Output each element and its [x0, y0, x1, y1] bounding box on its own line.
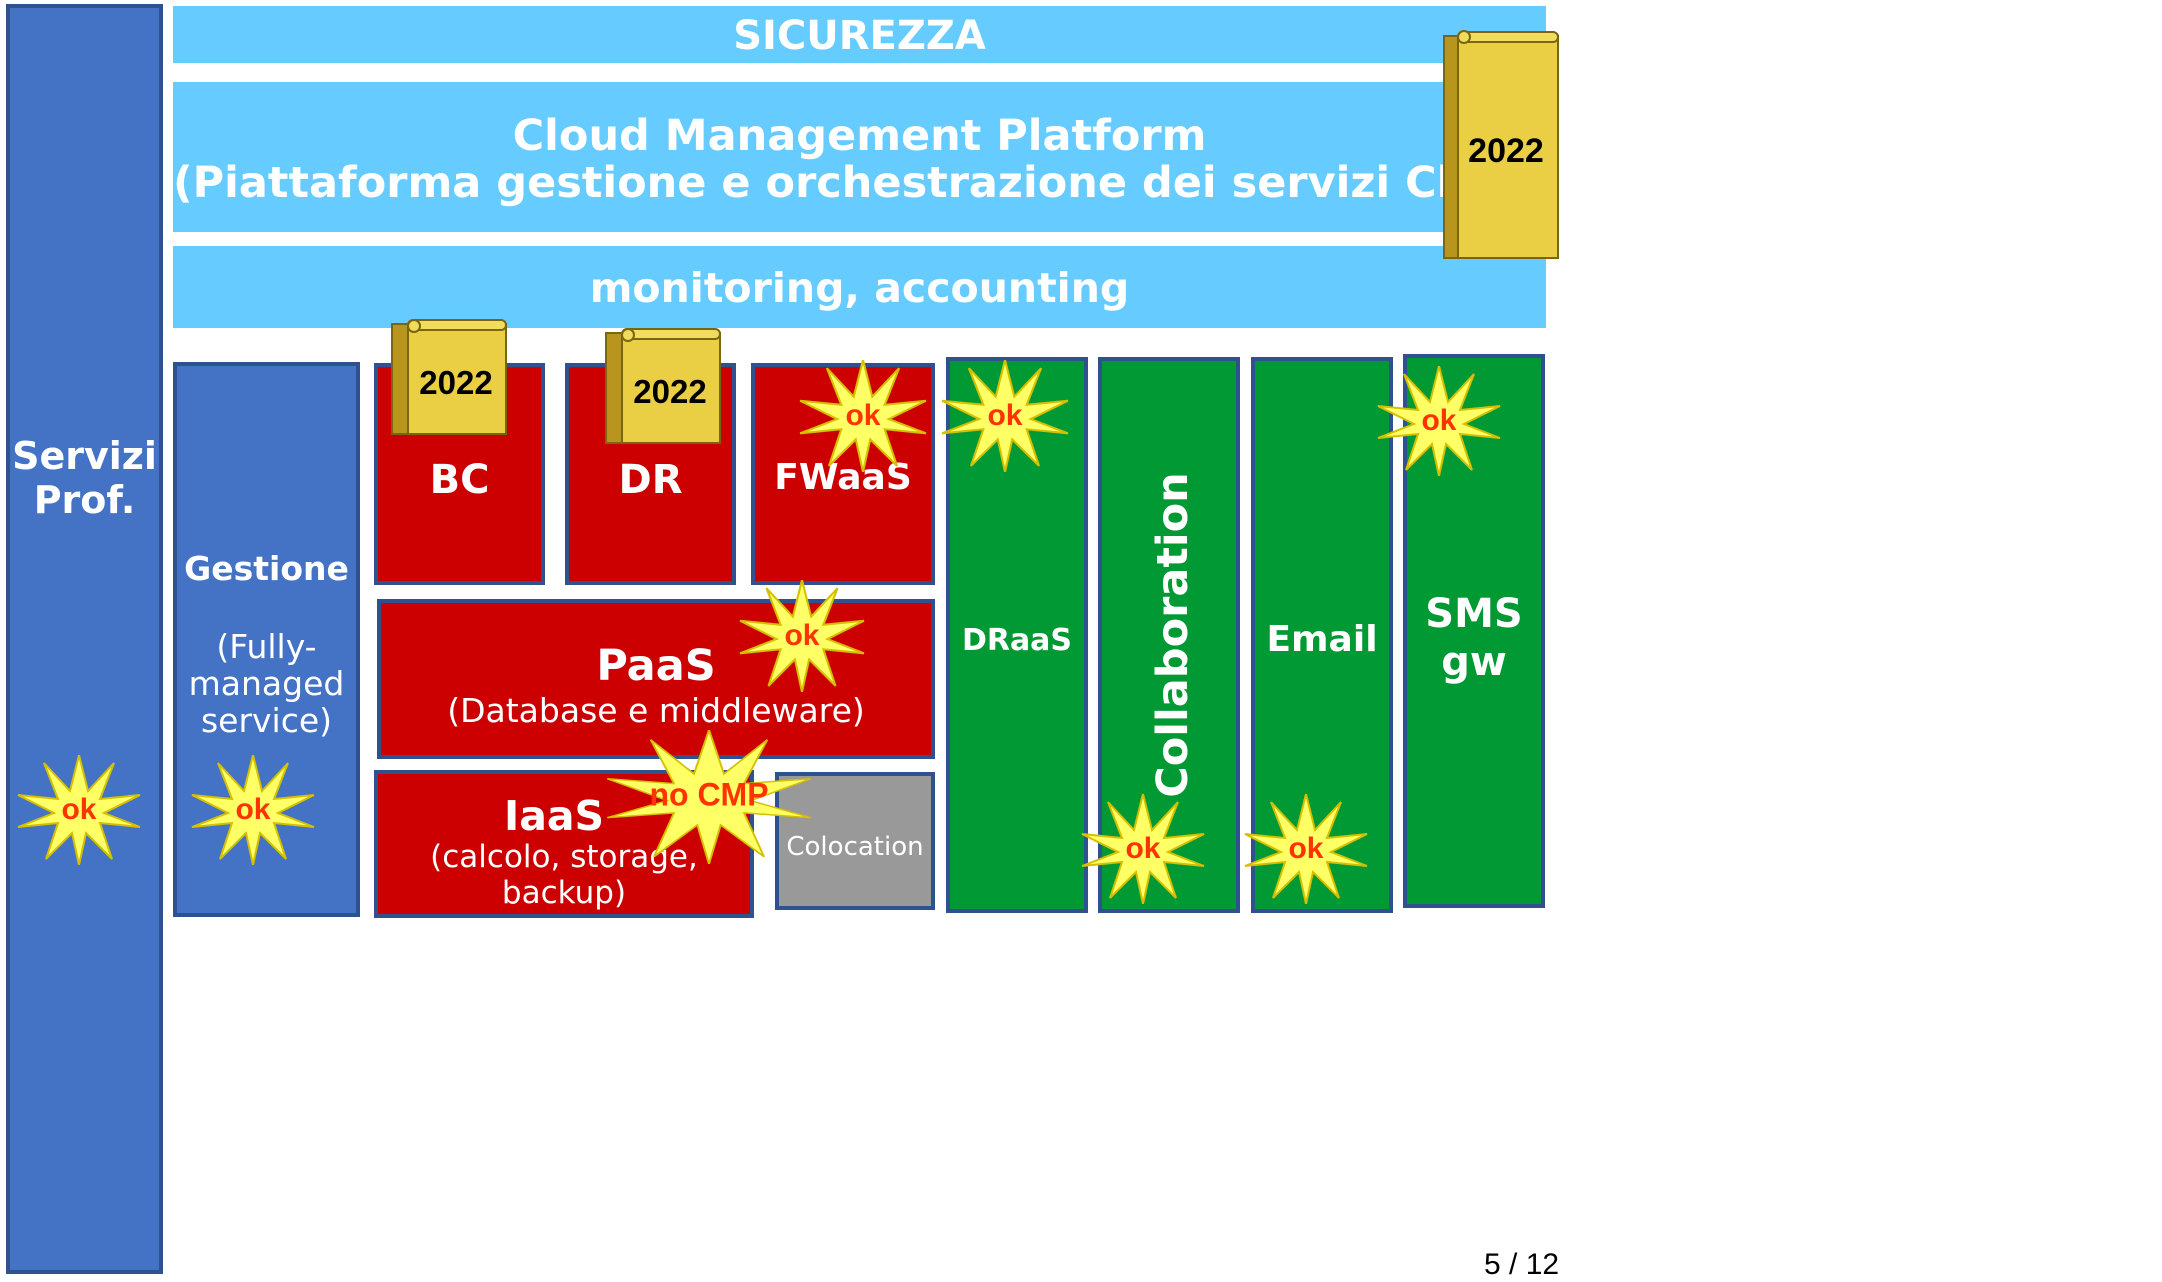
iaas-sub-line1: (calcolo, storage,: [430, 839, 698, 875]
no-cmp-badge-iaas: no CMP: [604, 730, 814, 864]
star-burst-icon: [606, 730, 812, 864]
email-label: Email: [1266, 619, 1378, 660]
ok-badge-fwaas: ok: [798, 360, 928, 472]
email-column: Email: [1251, 357, 1393, 913]
monitoring-label: monitoring, accounting: [589, 264, 1130, 312]
star-burst-icon: [191, 755, 315, 865]
ok-badge-gestione: ok: [190, 755, 316, 865]
fwaas-label: FWaaS: [774, 457, 912, 498]
ok-label: ok: [784, 619, 820, 652]
gestione-sub-line3: service): [200, 701, 333, 740]
gestione-title: Gestione: [184, 549, 349, 588]
scroll-icon: [605, 328, 721, 444]
star-burst-icon: [1081, 794, 1205, 904]
cmp-band: Cloud Management Platform (Piattaforma g…: [173, 82, 1546, 232]
servizi-label: Servizi: [12, 434, 157, 478]
servizi-prof-column: Servizi Prof.: [6, 4, 163, 1274]
security-label: SICUREZZA: [733, 13, 986, 59]
year-label: 2022: [419, 364, 493, 401]
ok-label: ok: [235, 793, 271, 826]
scroll-icon: [391, 319, 507, 435]
star-burst-icon: [1244, 794, 1368, 904]
cmp-subtitle: (Piattaforma gestione e orchestrazione d…: [173, 158, 1546, 208]
star-burst-icon: [1377, 366, 1501, 476]
collaboration-label: Collaboration: [1148, 472, 1198, 798]
ok-label: ok: [987, 399, 1023, 432]
year-scroll-dr: 2022: [604, 327, 722, 445]
ok-badge-sms: ok: [1376, 366, 1502, 476]
sms-label: SMS: [1425, 591, 1523, 637]
ok-label: ok: [1125, 832, 1161, 865]
gestione-sub: (Fully- managed service): [177, 628, 356, 739]
iaas-subtitle: (calcolo, storage, backup): [378, 839, 750, 911]
ok-badge-collaboration: ok: [1080, 794, 1206, 904]
year-label: 2022: [1468, 132, 1544, 170]
iaas-title: IaaS: [503, 792, 605, 840]
sms-gw-column: SMS gw: [1403, 354, 1545, 908]
gestione-sub-line2: managed: [188, 664, 345, 703]
ok-badge-draas: ok: [940, 360, 1070, 472]
sms-gw-label: SMS gw: [1407, 590, 1541, 686]
monitoring-band: monitoring, accounting: [173, 246, 1546, 328]
paas-title: PaaS: [596, 641, 716, 691]
cmp-title: Cloud Management Platform: [512, 111, 1207, 161]
year-scroll-cmp: 2022: [1440, 28, 1562, 262]
iaas-sub-line2: backup): [501, 875, 627, 911]
gestione-sub-line1: (Fully-: [216, 627, 317, 666]
paas-box: PaaS (Database e middleware): [377, 599, 935, 759]
ok-label: ok: [1288, 832, 1324, 865]
ok-badge-prof: ok: [16, 755, 142, 865]
dr-label: DR: [618, 457, 683, 503]
no-cmp-label: no CMP: [649, 776, 769, 813]
bc-label: BC: [429, 457, 490, 503]
ok-label: ok: [845, 399, 881, 432]
prof-label: Prof.: [33, 478, 136, 522]
colocation-box: Colocation: [775, 772, 935, 910]
star-burst-icon: [799, 360, 927, 472]
page-number: 5 / 12: [1484, 1248, 1560, 1281]
paas-subtitle: (Database e middleware): [447, 691, 865, 730]
year-scroll-bc: 2022: [390, 318, 508, 436]
ok-badge-paas: ok: [738, 580, 866, 692]
draas-column: DRaaS: [946, 357, 1088, 913]
star-burst-icon: [941, 360, 1069, 472]
scroll-icon: [1443, 30, 1559, 259]
colocation-label: Colocation: [786, 832, 924, 862]
ok-label: ok: [1421, 404, 1457, 437]
star-burst-icon: [17, 755, 141, 865]
ok-badge-email: ok: [1243, 794, 1369, 904]
security-band: SICUREZZA: [173, 6, 1546, 63]
star-burst-icon: [739, 580, 865, 692]
year-label: 2022: [633, 373, 707, 410]
draas-label: DRaaS: [961, 623, 1073, 658]
gw-label: gw: [1441, 639, 1507, 685]
ok-label: ok: [61, 793, 97, 826]
servizi-prof-label: Servizi Prof.: [10, 434, 159, 522]
